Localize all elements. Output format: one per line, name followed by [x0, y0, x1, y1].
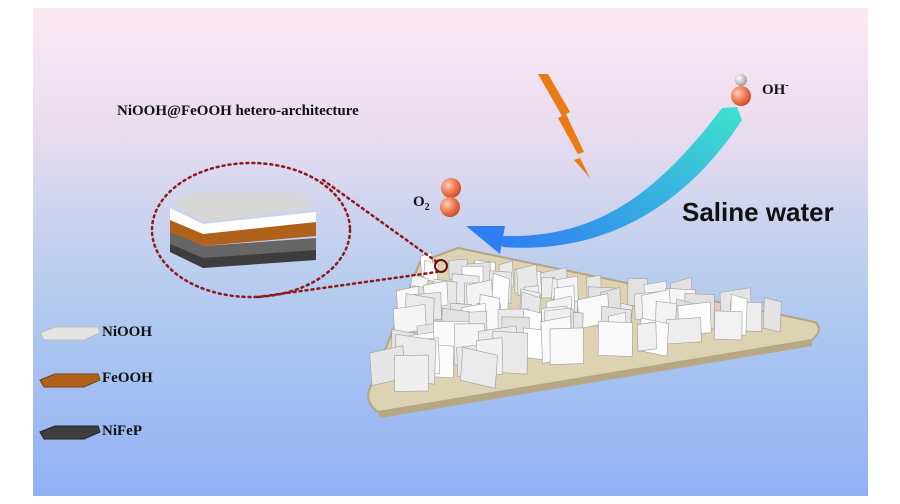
zoom-connector [150, 161, 439, 299]
reactant-charge: - [785, 80, 789, 91]
diagram-title: NiOOH@FeOOH hetero-architecture [117, 103, 359, 119]
reactant-label-text: OH [762, 82, 786, 98]
nanosheet [549, 327, 584, 365]
zoom-target-marker [434, 259, 448, 273]
legend-swatches [39, 326, 101, 440]
nanosheet-array [369, 251, 782, 392]
legend-label-nifep: NiFeP [102, 423, 142, 439]
lightning-icon [538, 74, 590, 178]
zoom-circle [150, 161, 352, 299]
legend-label-feooh: FeOOH [102, 370, 153, 386]
legend-swatch-feooh [39, 373, 101, 388]
nanosheet [460, 347, 498, 389]
product-subscript: 2 [424, 202, 430, 213]
nanosheet [665, 317, 702, 345]
layered-stack [170, 193, 316, 268]
environment-label: Saline water [682, 197, 834, 227]
legend-label-niooh: NiOOH [102, 324, 153, 340]
nanosheet [714, 310, 743, 341]
reactant-label: OH- [762, 80, 789, 99]
nanosheet [597, 321, 633, 357]
oxygen-molecule-icon [440, 178, 461, 217]
legend-swatch-niooh [39, 326, 101, 341]
reaction-arrow [466, 107, 742, 254]
nanosheet [762, 297, 782, 333]
nanosheet [636, 321, 657, 352]
hydroxide-molecule-icon [731, 74, 751, 106]
legend-swatch-nifep [39, 425, 101, 440]
product-label-text: O [413, 194, 425, 210]
product-label: O2 [413, 194, 430, 213]
nanosheet [394, 354, 429, 392]
